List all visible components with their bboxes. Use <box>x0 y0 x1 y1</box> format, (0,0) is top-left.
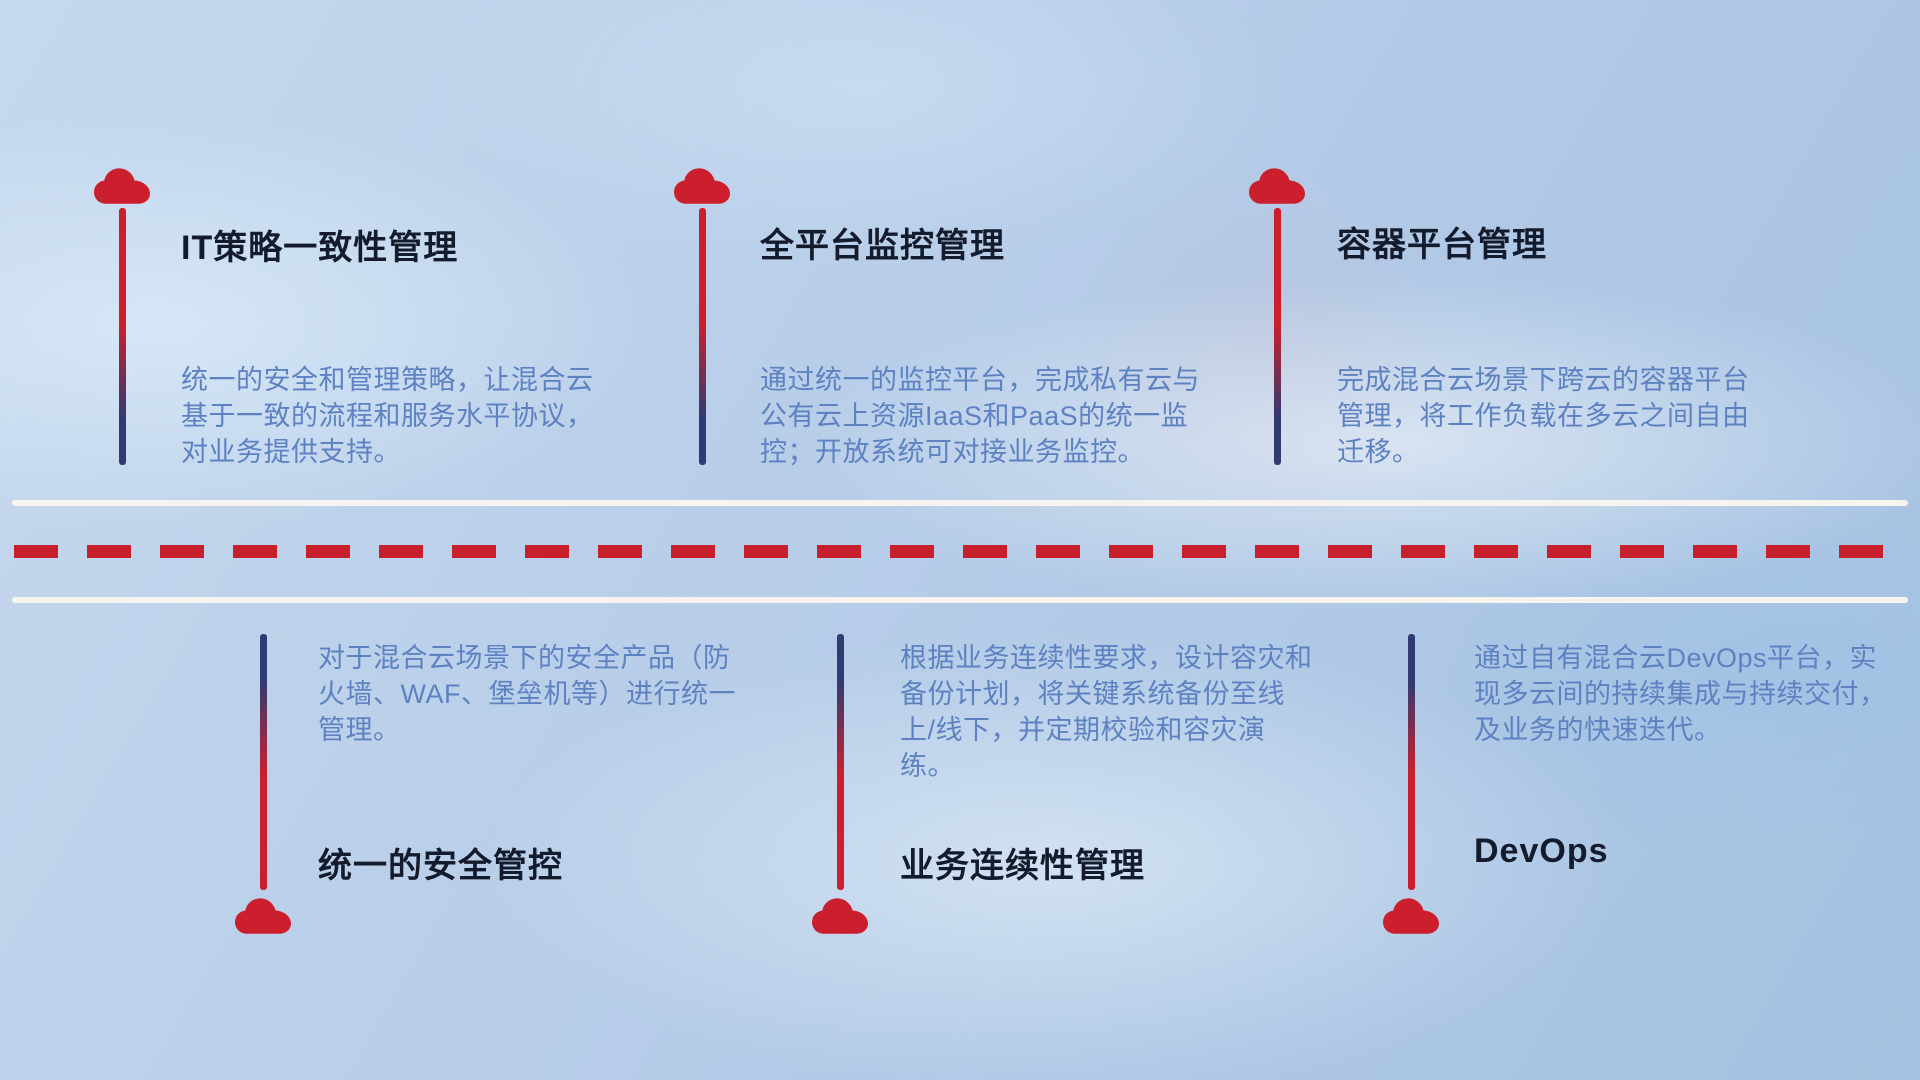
feature-title: IT策略一致性管理 <box>181 229 459 267</box>
feature-description: 完成混合云场景下跨云的容器平台管理，将工作负载在多云之间自由迁移。 <box>1337 365 1750 467</box>
pin-stem <box>259 634 267 890</box>
feature-description: 通过自有混合云DevOps平台，实现多云间的持续集成与持续交付，及业务的快速迭代… <box>1474 643 1887 745</box>
feature-description: 通过统一的监控平台，完成私有云与公有云上资源IaaS和PaaS的统一监控；开放系… <box>760 365 1200 467</box>
feature-title: 容器平台管理 <box>1337 226 1547 264</box>
feature-description: 根据业务连续性要求，设计容灾和备份计划，将关键系统备份至线上/线下，并定期校验和… <box>900 643 1313 781</box>
feature-description: 统一的安全和管理策略，让混合云基于一致的流程和服务水平协议，对业务提供支持。 <box>181 365 594 467</box>
pin-stem <box>1273 208 1281 465</box>
pin-stem <box>1407 634 1415 890</box>
road-center-dashes <box>14 545 1906 558</box>
pin-stem <box>698 208 706 465</box>
road-bottom-line <box>12 597 1908 603</box>
cloud-icon <box>1383 898 1439 934</box>
feature-title: 全平台监控管理 <box>760 227 1005 265</box>
pin-stem <box>836 634 844 890</box>
cloud-icon <box>235 898 291 934</box>
cloud-icon <box>94 168 150 204</box>
feature-title: 业务连续性管理 <box>900 847 1145 885</box>
cloud-icon <box>1249 168 1305 204</box>
cloud-icon <box>812 898 868 934</box>
cloud-icon <box>674 168 730 204</box>
feature-title: DevOps <box>1474 832 1609 870</box>
pin-stem <box>118 208 126 465</box>
road-top-line <box>12 500 1908 506</box>
feature-title: 统一的安全管控 <box>318 847 563 885</box>
feature-description: 对于混合云场景下的安全产品（防火墙、WAF、堡垒机等）进行统一管理。 <box>318 643 736 745</box>
